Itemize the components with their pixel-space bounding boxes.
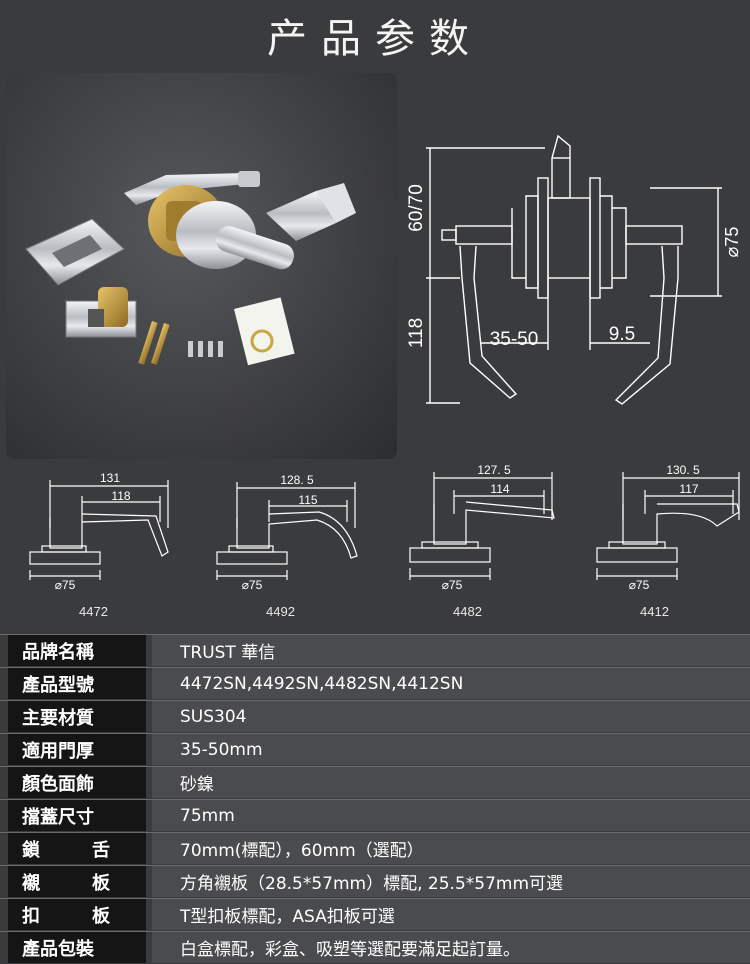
strike-plate: [25, 218, 125, 286]
spec-row-packaging: 產品包裝 白盒標配，彩盒、吸塑等選配要滿足起訂量。: [0, 931, 750, 964]
variant-code: 4412: [640, 604, 669, 619]
spec-value: 4472SN,4492SN,4482SN,4412SN: [152, 668, 750, 699]
spec-label-char: 板: [92, 872, 110, 894]
dim-rose-diameter: ⌀75: [722, 227, 742, 258]
spec-label: 顏色面飾: [8, 767, 146, 798]
spec-row-rose-size: 擋蓋尺寸 75mm: [0, 799, 750, 832]
variant-rose-dim: ⌀75: [55, 578, 76, 592]
spec-label: 品牌名稱: [8, 635, 146, 666]
spec-label-char: 板: [92, 905, 110, 927]
variant-outer-dim: 131: [100, 471, 120, 485]
variant-rose-dim: ⌀75: [242, 578, 263, 592]
spec-value: 35-50mm: [152, 734, 750, 765]
spec-value: 70mm(標配），60mm（選配）: [152, 833, 750, 864]
spec-row-finish: 顏色面飾 砂鎳: [0, 766, 750, 799]
spec-label: 鎖 舌: [8, 833, 146, 864]
product-kit-illustration: [25, 171, 356, 366]
spec-row-latch: 鎖 舌 70mm(標配），60mm（選配）: [0, 832, 750, 865]
variant-rose-dim: ⌀75: [629, 578, 650, 592]
spec-label: 主要材質: [8, 701, 146, 732]
spec-label: 擋蓋尺寸: [8, 800, 146, 831]
page-title: 产品参数: [267, 16, 483, 62]
instruction-card: [234, 297, 295, 366]
spec-label-char: 鎖: [22, 839, 40, 861]
spec-value: TRUST 華信: [152, 635, 750, 666]
spec-row-brand: 品牌名稱 TRUST 華信: [0, 634, 750, 667]
dim-offset: 9.5: [609, 324, 635, 345]
dim-door-thickness: 35-50: [490, 329, 539, 350]
variant-outer-dim: 128. 5: [280, 473, 314, 487]
spec-label: 產品型號: [8, 668, 146, 699]
spec-row-backplate: 襯 板 方角襯板（28.5*57mm）標配, 25.5*57mm可選: [0, 865, 750, 898]
variant-outer-dim: 130. 5: [666, 463, 700, 477]
variant-inner-dim: 118: [111, 489, 130, 503]
spec-value: 砂鎳: [152, 767, 750, 798]
dim-height: 60/70: [406, 184, 427, 232]
spec-value: SUS304: [152, 701, 750, 732]
variant-4412: 130. 5 117 ⌀75 4412: [561, 458, 748, 630]
product-photo: [6, 73, 397, 459]
variant-4492: 128. 5 115 ⌀75 4492: [187, 458, 374, 630]
spec-row-strike: 扣 板 T型扣板標配，ASA扣板可選: [0, 898, 750, 931]
variant-code: 4482: [453, 604, 482, 619]
spec-row-model: 產品型號 4472SN,4492SN,4482SN,4412SN: [0, 667, 750, 700]
spec-label: 襯 板: [8, 866, 146, 897]
variant-4482: 127. 5 114 ⌀75 4482: [374, 458, 561, 630]
variant-drawing: 128. 5 115 ⌀75: [216, 473, 358, 592]
variant-4472: 131 118 ⌀75 4472: [0, 458, 187, 630]
lever-variants: 131 118 ⌀75 4472 128. 5 115 ⌀75 4492: [0, 458, 750, 630]
variant-drawing: 130. 5 117 ⌀75: [596, 463, 740, 592]
spec-table: 品牌名稱 TRUST 華信 產品型號 4472SN,4492SN,4482SN,…: [0, 634, 750, 964]
variant-code: 4472: [79, 604, 108, 619]
variant-inner-dim: 115: [298, 493, 317, 507]
main-dimension-drawing: 60/70 118 35-50 9.5 ⌀75: [400, 118, 750, 418]
variant-outer-dim: 127. 5: [477, 463, 511, 477]
spec-row-door-thickness: 適用門厚 35-50mm: [0, 733, 750, 766]
spec-label-char: 舌: [92, 839, 110, 861]
spec-value: 白盒標配，彩盒、吸塑等選配要滿足起訂量。: [152, 932, 750, 963]
spec-value: T型扣板標配，ASA扣板可選: [152, 899, 750, 930]
spec-label: 適用門厚: [8, 734, 146, 765]
latch-bolt: [65, 287, 137, 338]
lockset-cross-section: 60/70 118 35-50 9.5 ⌀75: [406, 134, 742, 405]
spec-value: 方角襯板（28.5*57mm）標配, 25.5*57mm可選: [152, 866, 750, 897]
spec-value: 75mm: [152, 800, 750, 831]
spec-label: 扣 板: [8, 899, 146, 930]
variant-drawing: 131 118 ⌀75: [29, 471, 169, 592]
variant-drawing: 127. 5 114 ⌀75: [409, 463, 555, 592]
spec-label-char: 襯: [22, 872, 40, 894]
variant-code: 4492: [266, 604, 295, 619]
variant-rose-dim: ⌀75: [442, 578, 463, 592]
dim-lever-length: 118: [406, 318, 427, 348]
variant-inner-dim: 114: [490, 482, 509, 496]
lever-lockset: [124, 171, 356, 270]
spec-label-char: 扣: [22, 905, 40, 927]
spec-label: 產品包裝: [8, 932, 146, 963]
variant-inner-dim: 117: [679, 482, 698, 496]
screws: [138, 321, 223, 365]
spec-row-material: 主要材質 SUS304: [0, 700, 750, 733]
